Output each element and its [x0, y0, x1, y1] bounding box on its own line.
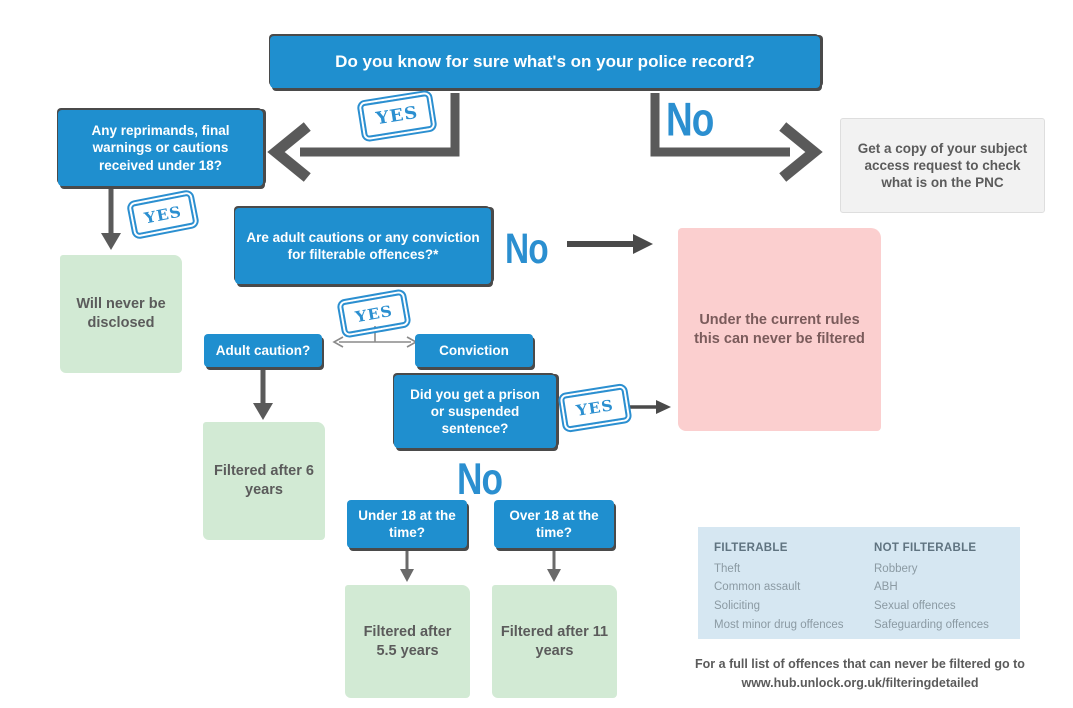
node-can-never-be-filtered: Under the current rules this can never b… [678, 228, 881, 431]
node-filtered-after-5-5-years: Filtered after 5.5 years [345, 585, 470, 698]
legend-item: ABH [874, 581, 898, 594]
footnote-url[interactable]: www.hub.unlock.org.uk/filteringdetailed [741, 675, 979, 690]
node-conviction[interactable]: Conviction [415, 334, 533, 367]
footnote: For a full list of offences that can nev… [660, 655, 1060, 693]
edge-label-adult-cautions-yes-stamp: YES [340, 292, 408, 335]
node-filtered-after-6-years: Filtered after 6 years [203, 422, 325, 540]
node-will-never-be-disclosed: Will never be disclosed [60, 255, 182, 373]
legend-heading-not-filterable: NOT FILTERABLE [874, 542, 977, 554]
edge-label-reprimands-yes-stamp: YES [130, 193, 196, 236]
node-adult-caution[interactable]: Adult caution? [204, 334, 322, 367]
legend-heading-filterable: FILTERABLE [714, 542, 788, 554]
footnote-line-1: For a full list of offences that can nev… [695, 657, 1025, 671]
stamp-text: YES [353, 301, 395, 326]
legend-item: Soliciting [714, 599, 761, 612]
node-prison-or-suspended-sentence[interactable]: Did you get a prison or suspended senten… [394, 375, 556, 448]
node-do-you-know-police-record[interactable]: Do you know for sure what's on your poli… [270, 36, 820, 88]
legend-item: Robbery [874, 562, 918, 575]
legend-column-filterable: FILTERABLE Theft Common assault Soliciti… [714, 539, 874, 634]
stamp-text: YES [142, 202, 184, 227]
edge-label-prison-no: No [457, 455, 503, 505]
edge-label-top-no: No [666, 93, 714, 146]
edge-label-prison-yes-stamp: YES [561, 387, 629, 429]
node-over-18-at-the-time[interactable]: Over 18 at the time? [494, 500, 614, 548]
legend-panel: FILTERABLE Theft Common assault Soliciti… [698, 527, 1020, 639]
legend-item: Common assault [714, 581, 801, 594]
stamp-text: YES [574, 396, 616, 420]
node-subject-access-request: Get a copy of your subject access reques… [840, 118, 1045, 213]
legend-item: Theft [714, 562, 741, 575]
edge-label-adult-cautions-no: No [505, 226, 549, 274]
node-adult-cautions-or-conviction[interactable]: Are adult cautions or any conviction for… [235, 208, 491, 284]
node-filtered-after-11-years: Filtered after 11 years [492, 585, 617, 698]
legend-item: Sexual offences [874, 599, 956, 612]
edge-label-top-yes-stamp: YES [360, 93, 434, 139]
legend-item: Most minor drug offences [714, 618, 844, 631]
node-any-reprimands-under-18[interactable]: Any reprimands, final warnings or cautio… [58, 110, 263, 186]
legend-item: Safeguarding offences [874, 618, 989, 631]
stamp-text: YES [374, 102, 420, 130]
node-under-18-at-the-time[interactable]: Under 18 at the time? [347, 500, 467, 548]
legend-column-not-filterable: NOT FILTERABLE Robbery ABH Sexual offenc… [874, 539, 1024, 634]
